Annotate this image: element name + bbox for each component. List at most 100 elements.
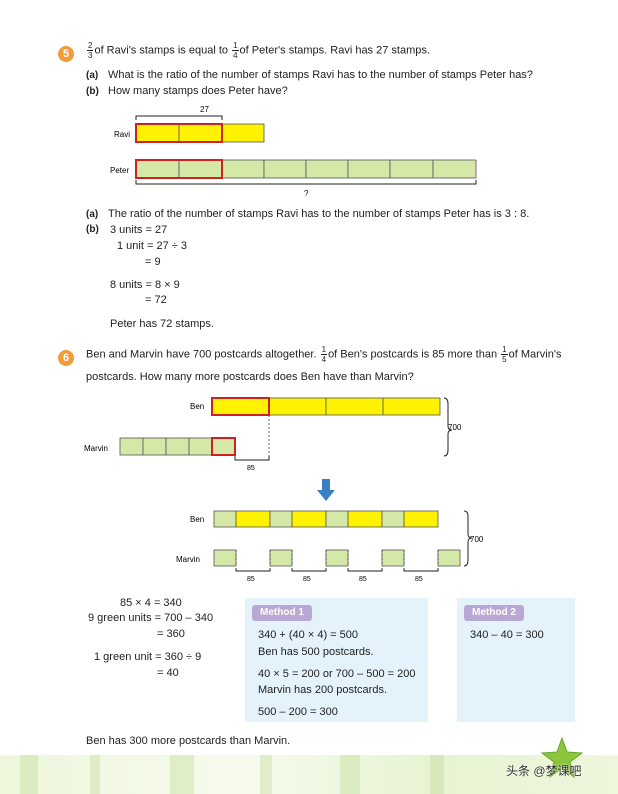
ben-unit: [268, 397, 327, 416]
ben-green-unit: [325, 510, 349, 528]
star-icon: [540, 736, 584, 779]
brace-peter-total: [135, 180, 477, 185]
question-5-number: 5: [58, 46, 74, 62]
q6-working-line: 9 green units = 700 – 340: [88, 612, 214, 624]
part-a-question: What is the ratio of the number of stamp…: [108, 69, 533, 81]
q5-working-line: 1 unit = 27 ÷ 3: [117, 240, 187, 252]
down-arrow-icon: [317, 479, 335, 501]
footer-stripe: [260, 755, 272, 794]
ben-yellow-unit: [403, 510, 439, 528]
ravi-unit: [178, 123, 223, 143]
method-1-tag: Method 1: [252, 605, 312, 621]
marvin-green-unit: [437, 549, 461, 567]
peter-unit: [305, 159, 349, 179]
label-85: 85: [303, 576, 311, 583]
method-1-line: Ben has 500 postcards.: [258, 646, 374, 658]
method-1-line: 500 – 200 = 300: [258, 706, 338, 718]
method-2-line: 340 – 40 = 300: [470, 629, 544, 641]
answer-b-label: (b): [86, 224, 99, 235]
q6-conclusion: Ben has 300 more postcards than Marvin.: [86, 735, 291, 747]
marvin-green-unit: [325, 549, 349, 567]
footer-stripe: [20, 755, 38, 794]
marvin-green-unit: [213, 549, 237, 567]
peter-quarter-outline: [135, 159, 223, 179]
gap-guides: [235, 550, 439, 566]
q5-bar-model: 27 Ravi Peter ?: [110, 105, 477, 198]
peter-unit: [263, 159, 307, 179]
brace-27: [135, 115, 223, 120]
label-27: 27: [200, 105, 209, 114]
q6-bar-model-1: Ben Marvin 85 700: [84, 397, 462, 472]
brace-85: [234, 456, 270, 461]
label-ravi: Ravi: [114, 130, 130, 139]
footer-stripe: [430, 755, 444, 794]
label-marvin: Marvin: [176, 555, 200, 564]
peter-unit: [178, 159, 223, 179]
marvin-fifth-outline: [211, 437, 236, 456]
answer-a-label: (a): [86, 209, 99, 220]
ravi-unit: [221, 123, 265, 143]
ben-unit: [382, 397, 441, 416]
q6-working-line: = 360: [157, 628, 185, 640]
ben-quarter-outline: [211, 397, 270, 416]
q5-working-line: 3 units = 27: [110, 224, 168, 236]
peter-unit: [135, 159, 180, 179]
ben-yellow-unit: [347, 510, 383, 528]
label-marvin: Marvin: [84, 444, 108, 453]
marvin-green-unit: [269, 549, 293, 567]
footer-stripe: [340, 755, 360, 794]
watermark: 头条 @梦课吧: [506, 764, 582, 778]
label-85: 85: [247, 576, 255, 583]
brace-700: [443, 397, 453, 457]
q5-working-line: 8 units = 8 × 9: [110, 279, 180, 291]
method-1-line: Marvin has 200 postcards.: [258, 684, 388, 696]
label-peter: Peter: [110, 166, 129, 175]
marvin-unit: [142, 437, 167, 456]
question-6-stem-line1: Ben and Marvin have 700 postcards altoge…: [86, 345, 562, 364]
ben-yellow-unit: [235, 510, 271, 528]
q5-working-line: = 9: [145, 256, 161, 268]
ravi-two-thirds-outline: [135, 123, 223, 143]
ravi-unit: [135, 123, 180, 143]
peter-unit: [389, 159, 434, 179]
q6-working-line: 1 green unit = 360 ÷ 9: [94, 651, 202, 663]
footer-band: [0, 755, 618, 794]
question-6-number: 6: [58, 350, 74, 366]
footer-stripe: [170, 755, 194, 794]
label-700: 700: [470, 535, 484, 544]
label-ben: Ben: [190, 402, 204, 411]
ben-green-unit: [269, 510, 293, 528]
q5-conclusion: Peter has 72 stamps.: [110, 318, 214, 330]
label-700: 700: [448, 423, 462, 432]
peter-unit: [347, 159, 391, 179]
footer-stripe: [90, 755, 100, 794]
part-a-label: (a): [86, 70, 99, 81]
ben-green-unit: [213, 510, 237, 528]
ben-unit: [211, 397, 270, 416]
peter-unit: [432, 159, 477, 179]
method-1-line: 40 × 5 = 200 or 700 – 500 = 200: [258, 668, 416, 680]
ben-green-unit: [381, 510, 405, 528]
ben-unit: [325, 397, 384, 416]
marvin-unit: [165, 437, 190, 456]
method-2-tag: Method 2: [464, 605, 524, 621]
brace-700: [463, 510, 473, 567]
answer-a-text: The ratio of the number of stamps Ravi h…: [108, 208, 530, 220]
peter-unit: [221, 159, 265, 179]
ben-yellow-unit: [291, 510, 327, 528]
q6-working-line: = 40: [157, 667, 179, 679]
q6-working-line: 85 × 4 = 340: [120, 597, 182, 609]
marvin-green-unit: [381, 549, 405, 567]
question-6-stem-line2: postcards. How many more postcards does …: [86, 371, 414, 383]
brace-85-set: [235, 568, 439, 572]
part-b-label: (b): [86, 86, 99, 97]
q5-working-line: = 72: [145, 294, 167, 306]
marvin-unit: [188, 437, 213, 456]
label-ben: Ben: [190, 515, 204, 524]
label-85: 85: [359, 576, 367, 583]
